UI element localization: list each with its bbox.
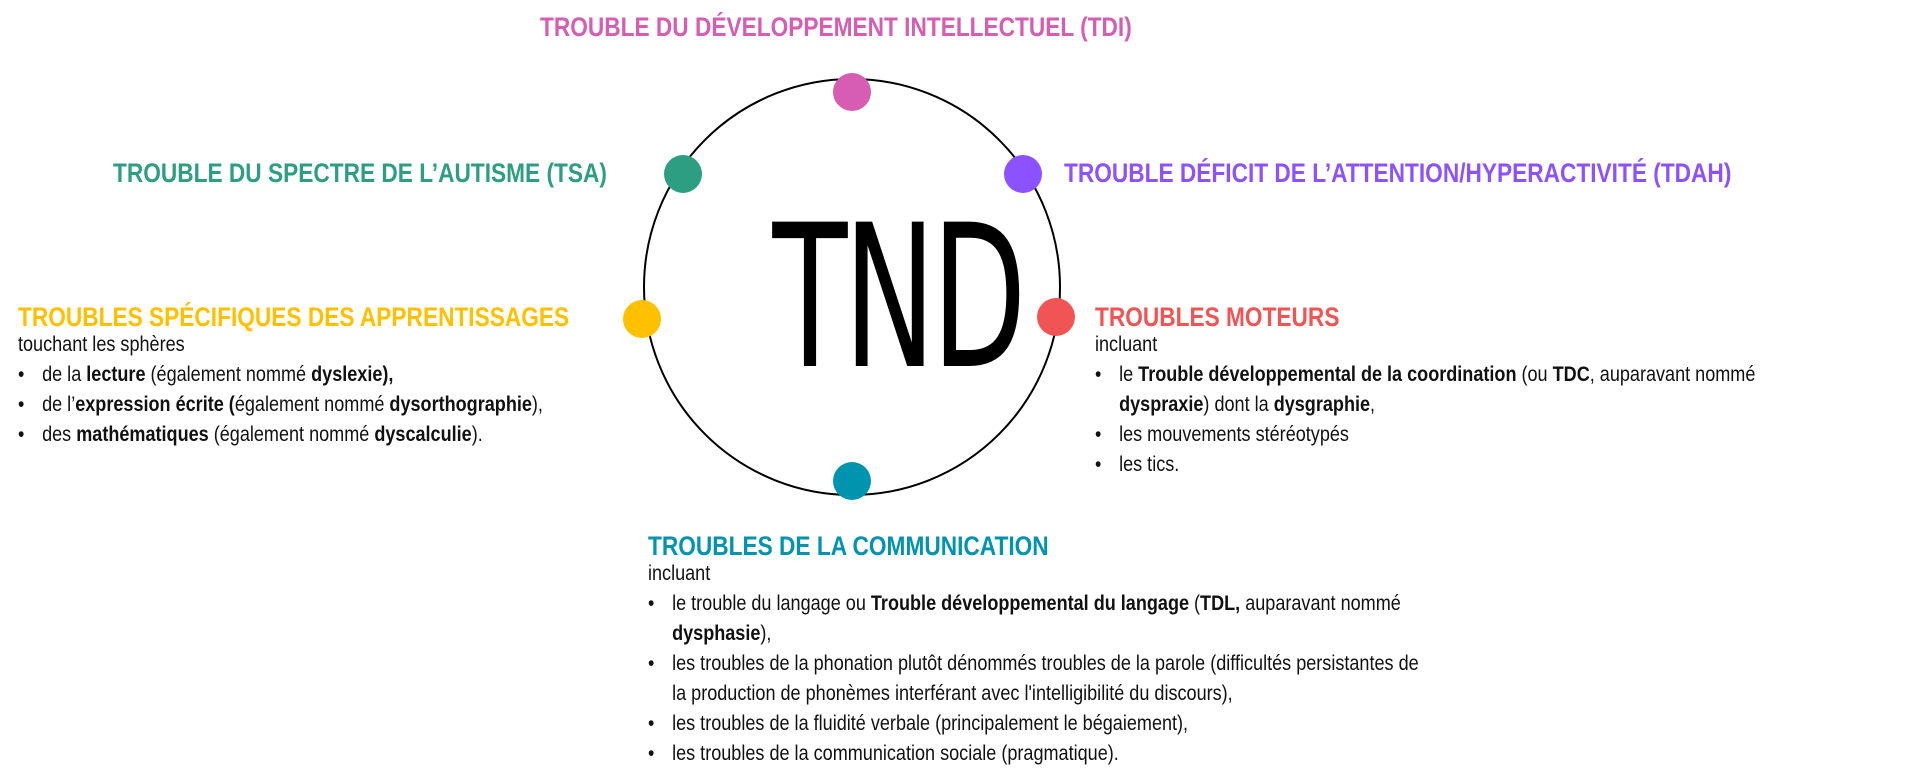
communication-block: TROUBLES DE LA COMMUNICATION incluant le… <box>648 531 1544 769</box>
apprentissages-title: TROUBLES SPÉCIFIQUES DES APPRENTISSAGES <box>18 302 570 332</box>
communication-title: TROUBLES DE LA COMMUNICATION <box>648 531 1049 561</box>
center-label: TND <box>772 182 1027 413</box>
list-item: les troubles de la fluidité verbale (pri… <box>648 709 1419 739</box>
tsa-dot <box>664 155 702 193</box>
tdah-title: TROUBLE DÉFICIT DE L’ATTENTION/HYPERACTI… <box>1064 158 1732 188</box>
communication-list: le trouble du langage ou Trouble dévelop… <box>648 589 1419 769</box>
list-item: les mouvements stéréotypés <box>1095 420 1755 450</box>
communication-intro: incluant <box>648 562 711 585</box>
list-item: les tics. <box>1095 450 1755 480</box>
apprentissages-block: TROUBLES SPÉCIFIQUES DES APPRENTISSAGES … <box>18 302 674 450</box>
apprentissages-list: de la lecture (également nommé dyslexie)… <box>18 360 543 450</box>
moteurs-intro: incluant <box>1095 333 1158 356</box>
moteurs-text: incluant le Trouble développemental de l… <box>1095 330 1755 480</box>
moteurs-title: TROUBLES MOTEURS <box>1095 302 1340 332</box>
list-item: le trouble du langage ou Trouble dévelop… <box>648 589 1419 649</box>
moteurs-block: TROUBLES MOTEURS incluant le Trouble dév… <box>1095 302 1863 480</box>
list-item: de l’expression écrite (également nommé … <box>18 390 543 420</box>
list-item: des mathématiques (également nommé dysca… <box>18 420 543 450</box>
tdah-dot <box>1004 155 1042 193</box>
communication-dot <box>833 462 871 500</box>
apprentissages-dot <box>623 300 661 338</box>
list-item: de la lecture (également nommé dyslexie)… <box>18 360 543 390</box>
moteurs-dot <box>1037 298 1075 336</box>
moteurs-list: le Trouble développemental de la coordin… <box>1095 360 1755 480</box>
communication-text: incluant le trouble du langage ou Troubl… <box>648 559 1419 769</box>
tdi-dot <box>833 73 871 111</box>
list-item: les troubles de la phonation plutôt déno… <box>648 649 1419 709</box>
list-item: les troubles de la communication sociale… <box>648 739 1419 769</box>
tsa-title: TROUBLE DU SPECTRE DE L’AUTISME (TSA) <box>113 158 607 188</box>
tdi-title: TROUBLE DU DÉVELOPPEMENT INTELLECTUEL (T… <box>540 12 1132 42</box>
list-item: le Trouble développemental de la coordin… <box>1095 360 1755 420</box>
apprentissages-text: touchant les sphères de la lecture (égal… <box>18 330 543 450</box>
apprentissages-intro: touchant les sphères <box>18 333 185 356</box>
